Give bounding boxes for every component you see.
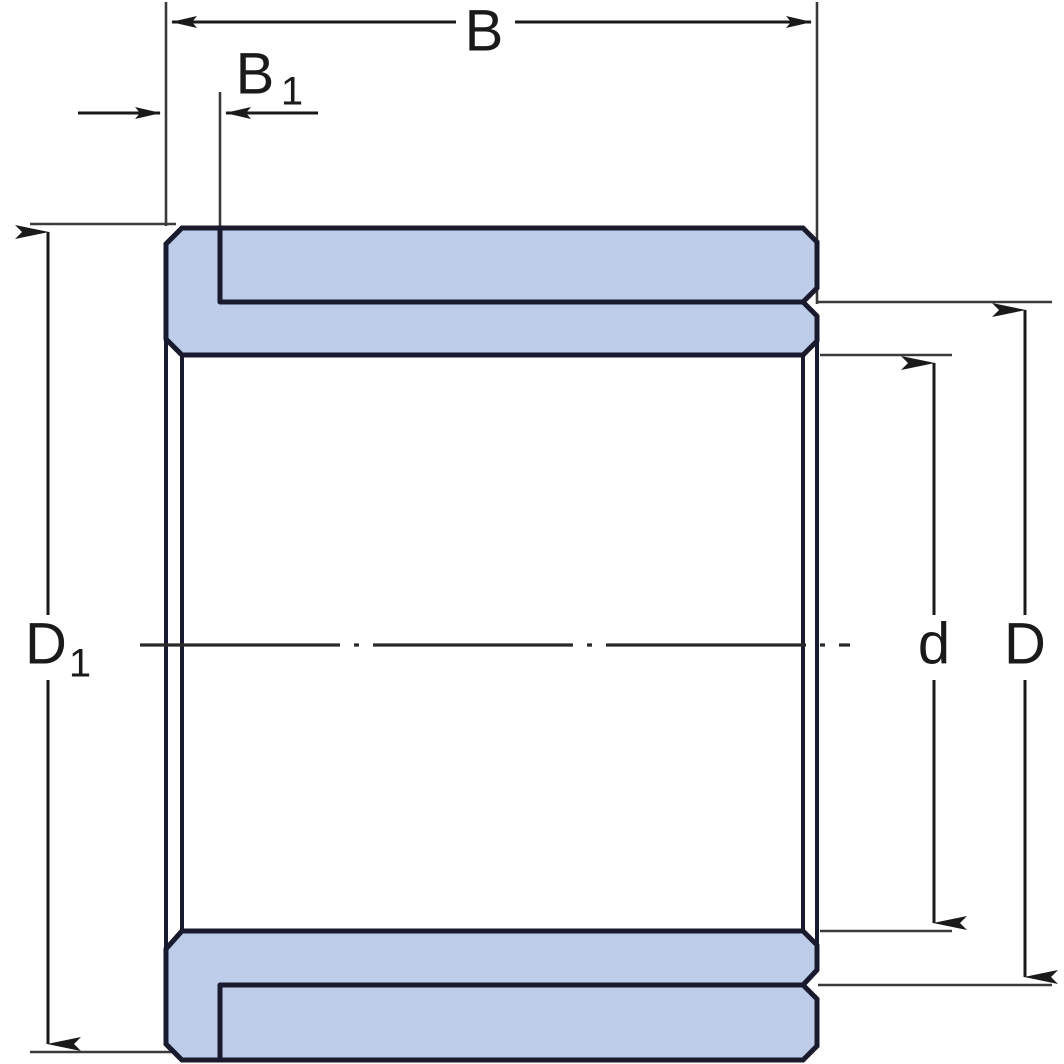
dimension-label-B: B xyxy=(465,0,504,63)
dimension-B1: B 1 xyxy=(78,41,318,119)
dimension-d: d xyxy=(901,356,967,930)
dimension-B: B xyxy=(171,0,812,63)
extension-lines xyxy=(30,2,1052,1054)
dimension-label-D1-subscript: 1 xyxy=(69,642,91,686)
dimension-D1: D 1 xyxy=(15,225,91,1051)
dimension-label-D: D xyxy=(1004,611,1046,676)
dimension-label-d: d xyxy=(918,611,950,676)
dimension-label-B1-subscript: 1 xyxy=(281,70,303,114)
dimension-label-D1: D xyxy=(25,611,67,676)
dimension-D: D xyxy=(992,303,1058,984)
dimension-label-B1: B xyxy=(236,41,275,106)
